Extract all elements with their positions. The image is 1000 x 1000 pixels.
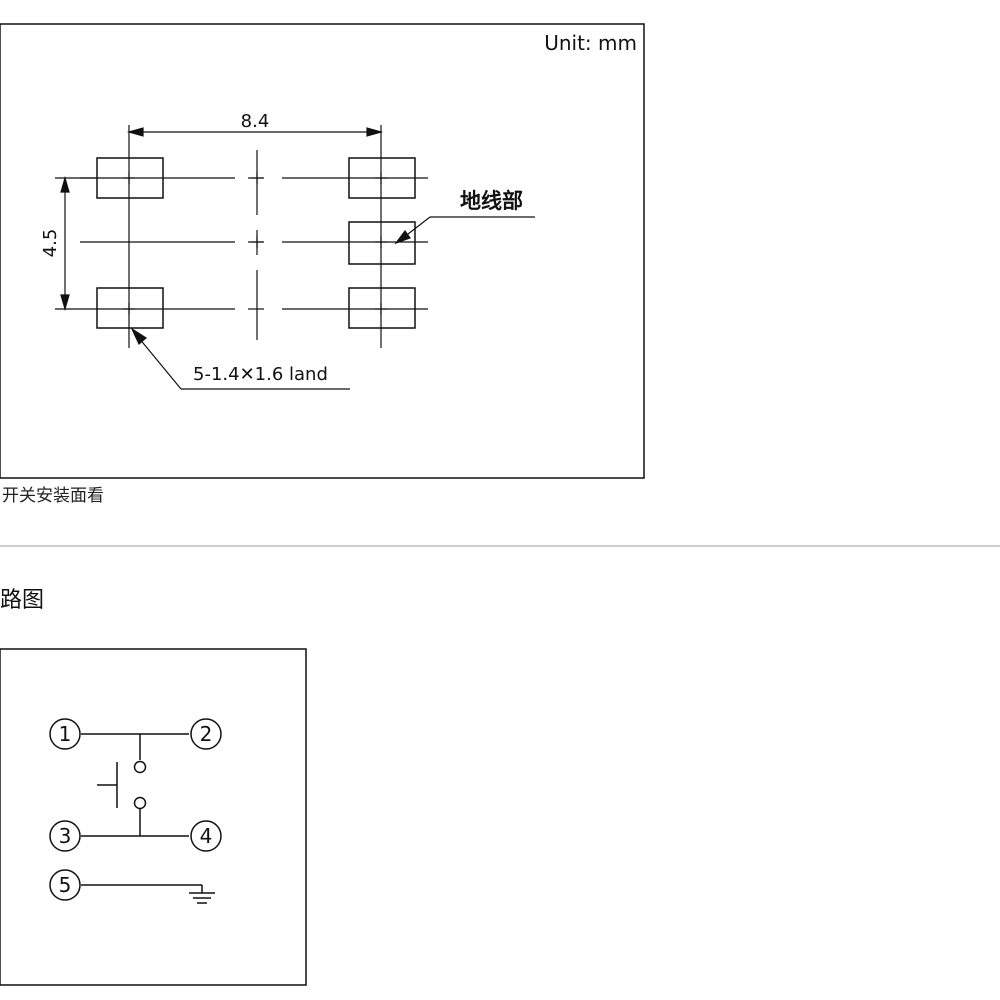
dimension-width-label: 8.4 — [241, 111, 270, 132]
dimension-width — [126, 127, 384, 137]
section-divider — [0, 545, 1000, 547]
pad-center-marks — [123, 172, 387, 315]
ground-icon — [189, 885, 215, 904]
circuit-section-title: 路图 — [0, 588, 45, 613]
circuit-wires — [81, 733, 202, 886]
pin-markers — [49, 718, 222, 901]
pin-4-label: 4 — [200, 824, 213, 848]
pin-4-marker — [190, 820, 222, 852]
pin-5-label: 5 — [59, 873, 72, 897]
ground-leader — [394, 216, 535, 245]
mounting-side-caption: 开关安装面看 — [2, 486, 104, 506]
land-pad — [348, 157, 416, 199]
push-switch-actuator — [97, 762, 118, 808]
pin-1-label: 1 — [59, 722, 72, 746]
land-pad — [348, 287, 416, 329]
land-leader — [130, 327, 350, 390]
pin-labels: 1 2 3 4 5 — [59, 722, 213, 897]
pin-3-marker — [49, 820, 81, 852]
pin-1-marker — [49, 718, 81, 750]
land-pad — [96, 287, 164, 329]
pin-5-marker — [49, 869, 81, 901]
land-label: 5-1.4✕1.6 land — [193, 364, 328, 385]
ground-label: 地线部 — [460, 189, 523, 213]
pin-2-label: 2 — [200, 722, 213, 746]
dimension-height-label: 4.5 — [40, 229, 61, 258]
circuit-frame — [0, 648, 307, 986]
dimension-height — [55, 175, 97, 312]
pin-2-marker — [190, 718, 222, 750]
unit-label: Unit: mm — [544, 31, 637, 55]
land-pattern-frame — [0, 23, 645, 479]
pin-3-label: 3 — [59, 824, 72, 848]
land-pad — [348, 221, 416, 265]
